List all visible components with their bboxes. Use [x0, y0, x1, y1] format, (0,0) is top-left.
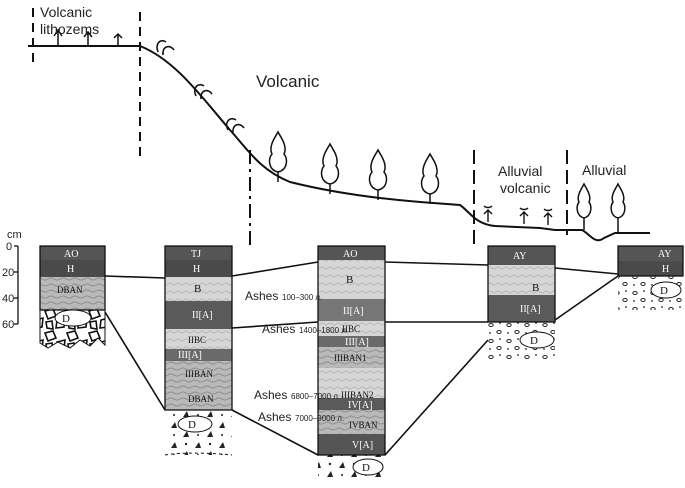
horizon-label: B — [194, 283, 201, 295]
horizon-label: B — [346, 274, 353, 286]
ash-label-4-age: 7000–9000 л. — [295, 414, 344, 423]
depth-tick-20: 20 — [2, 267, 14, 279]
soil-profile-3: AO B II[A] IIBC III[A] IIIBAN1 IIIBAN2 I… — [317, 245, 386, 482]
horizon-label: AY — [658, 249, 672, 260]
horizon-label: H — [67, 264, 74, 275]
horizon-label: AO — [343, 249, 357, 260]
horizon-label: D — [62, 313, 70, 325]
horizon-label: D — [188, 419, 196, 431]
horizon-label: H — [193, 264, 200, 275]
horizon-label: H — [662, 264, 669, 275]
horizon-label: IV[A] — [348, 400, 372, 411]
zone-label-alluvial-volcanic-2: volcanic — [500, 180, 551, 196]
depth-axis: cm 0 20 40 60 — [2, 229, 22, 331]
soil-profile-1: AO H DBAN D — [39, 245, 106, 349]
horizon-label: IIIBAN — [185, 369, 213, 379]
horizon-label: IIBC — [188, 335, 206, 345]
ash-label-2-age: 1400–1800 л. — [299, 326, 348, 335]
horizon-label: D — [530, 335, 538, 347]
ash-label-1-age: 100–300 л. — [282, 293, 322, 302]
horizon-label: DBAN — [188, 394, 214, 404]
ash-label-3-word: Ashes — [254, 388, 287, 402]
horizon-label: B — [532, 282, 539, 294]
horizon-label: II[A] — [520, 304, 541, 315]
ash-label-2-word: Ashes — [262, 322, 295, 336]
landscape-profile — [28, 8, 650, 250]
horizon-label: V[A] — [352, 440, 373, 451]
horizon-label: AO — [64, 249, 78, 260]
ash-label-4-word: Ashes — [258, 410, 291, 424]
soil-profile-2: TJ H B II[A] IIBC III[A] IIIBAN DBAN D — [164, 245, 233, 456]
horizon-label: IIIBAN2 — [341, 390, 374, 400]
ash-labels: Ashes 100–300 л. Ashes 1400–1800 л. Ashe… — [245, 289, 348, 424]
sprout-icons — [483, 205, 553, 225]
terrain-surface-line — [28, 45, 650, 242]
zone-label-alluvial-volcanic-1: Alluvial — [498, 163, 542, 179]
shrub-icons — [156, 39, 245, 134]
horizon-label: D — [362, 462, 370, 474]
zone-label-alluvial: Alluvial — [582, 162, 626, 178]
horizon-label: II[A] — [192, 310, 213, 321]
horizon-label: TJ — [191, 249, 201, 260]
horizon-label: III[A] — [345, 337, 369, 348]
depth-tick-40: 40 — [2, 293, 14, 305]
horizon-label: IIIBAN1 — [334, 353, 367, 363]
ash-label-1-word: Ashes — [245, 289, 278, 303]
horizon-label: AY — [513, 251, 527, 262]
horizon-label: IVBAN — [349, 420, 378, 430]
horizon-label: D — [660, 285, 668, 297]
depth-tick-0: 0 — [6, 241, 12, 253]
horizon-label: DBAN — [57, 285, 83, 295]
horizon-label: IIBC — [342, 324, 360, 334]
soil-profile-4: AY B II[A] D — [487, 245, 556, 360]
depth-tick-60: 60 — [2, 319, 14, 331]
zone-label-volcanic: Volcanic — [256, 72, 320, 91]
depth-axis-unit: cm — [7, 229, 22, 241]
correlation-lines — [104, 261, 619, 456]
zone-label-lithozems-2: lithozems — [40, 21, 99, 37]
tree-icons — [268, 130, 626, 232]
grass-marks — [53, 28, 123, 46]
zone-label-lithozems-1: Volcanic — [40, 4, 92, 20]
horizon-label: III[A] — [178, 350, 202, 361]
soil-profile-5: AY H D — [617, 245, 684, 310]
ash-label-3-age: 6800–7000 л. — [291, 392, 340, 401]
horizon-label: II[A] — [343, 306, 364, 317]
